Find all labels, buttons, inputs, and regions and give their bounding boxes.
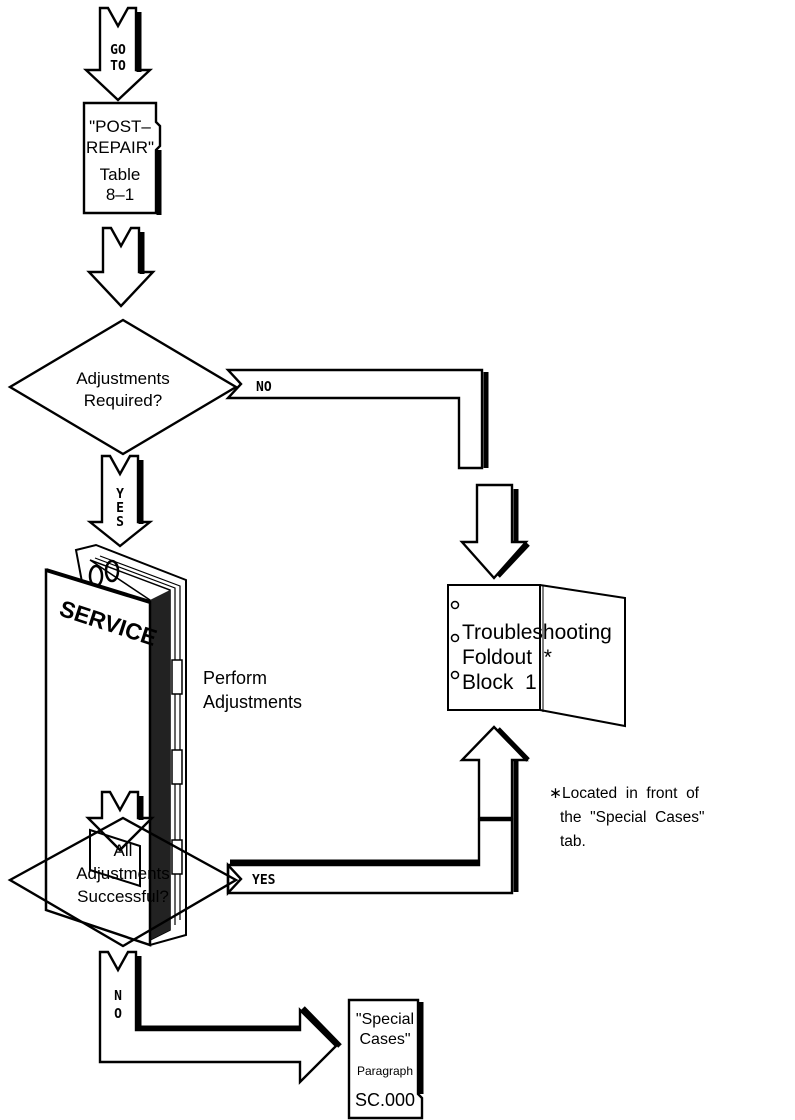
special-cases-line3: Paragraph [357, 1064, 413, 1078]
decision-adjustments-line1: Adjustments [76, 369, 170, 388]
post-repair-line2: REPAIR" [86, 138, 154, 157]
post-repair-line1: "POST– [89, 117, 151, 136]
yes-branch-label: YES [252, 873, 276, 888]
no-branch-label: NO [256, 380, 272, 395]
yes-arrow: Y E S [86, 454, 154, 548]
flow-arrow-to-foldout [459, 483, 530, 580]
decision-successful-line1: All [114, 841, 133, 860]
foldout-line3: Block 1 [462, 671, 537, 694]
no-arrow-o: O [114, 1007, 122, 1022]
flow-arrow-1 [86, 226, 156, 308]
decision-adjustments-successful: All Adjustments Successful? [7, 816, 239, 948]
post-repair-table-box: "POST– REPAIR" Table 8–1 [82, 101, 162, 215]
flow-arrow-from-yes [459, 725, 530, 820]
service-manual-icon: SERVICE [44, 543, 187, 947]
flow-arrow-2 [85, 790, 155, 852]
goto-arrow: GO TO [82, 6, 154, 102]
yes-arrow-e: E [116, 501, 124, 516]
special-cases-line2: Cases" [359, 1031, 410, 1048]
no-arrow-to-special-cases: N O [98, 950, 342, 1085]
special-cases-line1: "Special [356, 1011, 414, 1028]
goto-go-text: GO [110, 43, 126, 58]
post-repair-line4: 8–1 [106, 185, 134, 204]
foldout-line1: Troubleshooting [462, 621, 612, 644]
footnote-line2: the "Special Cases" [560, 809, 705, 826]
goto-to-text: TO [110, 59, 126, 74]
special-cases-line4: SC.000 [355, 1090, 415, 1110]
foldout-line2: Foldout * [462, 646, 552, 669]
footnote-line3: tab. [560, 833, 586, 850]
post-repair-line3: Table [100, 165, 141, 184]
decision-adjustments-line2: Required? [84, 391, 162, 410]
no-arrow-n: N [114, 989, 122, 1004]
special-cases-box: "Special Cases" Paragraph SC.000 [347, 998, 424, 1120]
yes-arrow-y: Y [116, 487, 124, 502]
decision-successful-line2: Adjustments [76, 864, 170, 883]
perform-adjustments-label: Perform Adjustments [203, 668, 302, 712]
no-branch-arrow: NO [225, 368, 489, 470]
footnote: ∗Located in front of the "Special Cases"… [549, 785, 705, 850]
perform-adjustments-line1: Perform [203, 668, 267, 688]
yes-branch-arrow: YES [226, 818, 519, 897]
yes-arrow-s: S [116, 515, 124, 530]
perform-adjustments-line2: Adjustments [203, 692, 302, 712]
decision-adjustments-required: Adjustments Required? [7, 318, 239, 456]
footnote-line1: ∗Located in front of [549, 785, 700, 802]
troubleshooting-foldout: Troubleshooting Foldout * Block 1 [447, 584, 626, 728]
decision-successful-line3: Successful? [77, 887, 169, 906]
